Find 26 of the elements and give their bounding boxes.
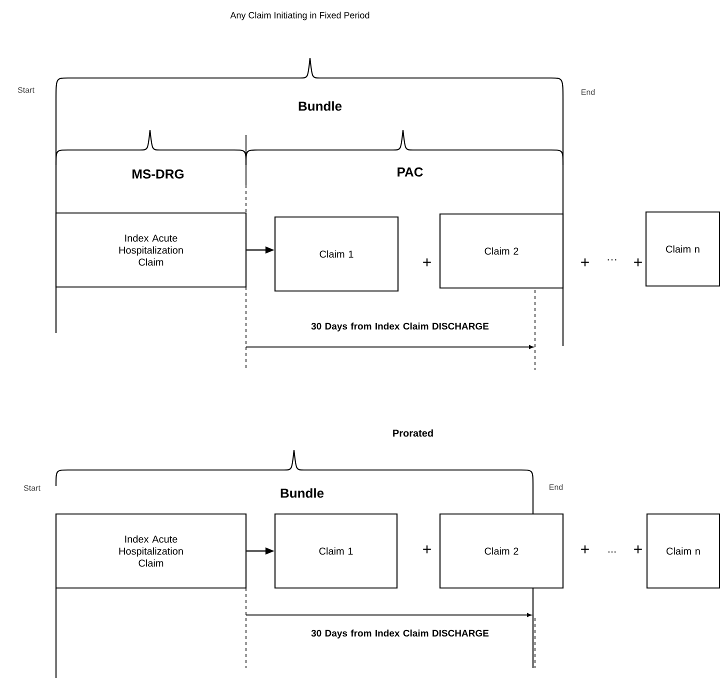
dimension-label: 30 Days from Index Claim DISCHARGE bbox=[311, 322, 489, 332]
claim-box: Claim 1 bbox=[274, 513, 398, 589]
claim-box: Claim n bbox=[645, 211, 720, 287]
claim-box: Claim n bbox=[646, 513, 720, 589]
section-heading: Bundle bbox=[298, 101, 342, 111]
section-heading: Prorated bbox=[393, 429, 433, 437]
endpoint-label: End bbox=[582, 89, 595, 95]
plus-sign: + bbox=[581, 258, 589, 266]
claim-box: Claim 1 bbox=[274, 216, 399, 292]
section-heading: PAC bbox=[398, 167, 423, 177]
plus-sign: + bbox=[581, 545, 589, 554]
plus-sign: + bbox=[423, 258, 431, 266]
section-heading: Bundle bbox=[280, 488, 324, 498]
plus-sign: + bbox=[423, 545, 431, 554]
claim-box: Index Acute Hospitalization Claim bbox=[55, 212, 247, 288]
ellipsis: ... bbox=[608, 551, 616, 553]
endpoint-label: Start bbox=[18, 87, 34, 93]
section-heading: MS-DRG bbox=[132, 169, 184, 179]
title: Any Claim Initiating in Fixed Period bbox=[230, 12, 370, 20]
endpoint-label: End bbox=[550, 484, 563, 490]
endpoint-label: Start bbox=[24, 485, 40, 491]
claim-box: Claim 2 bbox=[439, 213, 564, 289]
claim-box: Index Acute Hospitalization Claim bbox=[55, 513, 247, 589]
claim-box: Claim 2 bbox=[439, 513, 564, 589]
dimension-label: 30 Days from Index Claim DISCHARGE bbox=[311, 630, 489, 638]
ellipsis: ··· bbox=[608, 259, 616, 260]
